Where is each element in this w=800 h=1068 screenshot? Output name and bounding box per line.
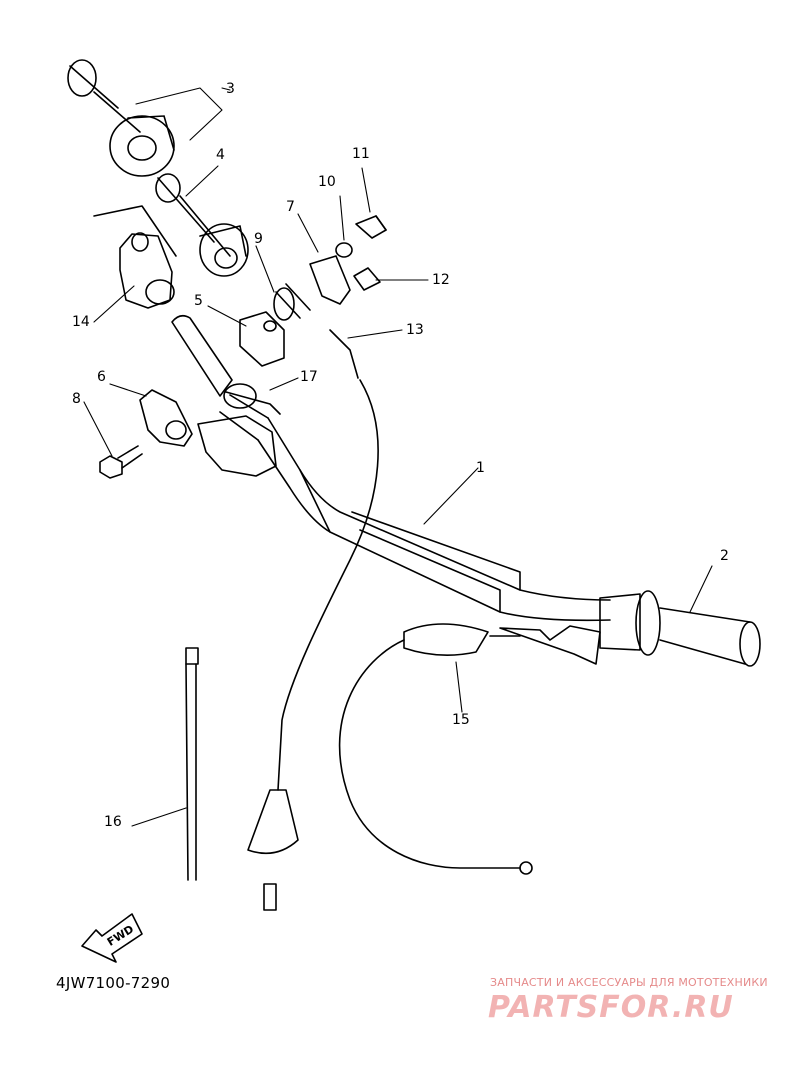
bar-mount	[197, 415, 277, 477]
diagram-code: 4JW7100-7290	[56, 974, 171, 992]
callout-16: 16	[104, 814, 122, 830]
callout-17: 17	[300, 369, 318, 385]
handlebar	[219, 394, 611, 622]
collar-nut	[335, 242, 353, 258]
callout-8: 8	[72, 391, 81, 407]
callout-5: 5	[194, 293, 203, 309]
throttle-lever-bracket	[309, 255, 351, 305]
callout-11: 11	[352, 146, 370, 162]
leader-lines	[83, 87, 713, 827]
right-grip	[599, 590, 761, 667]
callout-1: 1	[476, 460, 485, 476]
callout-14: 14	[72, 314, 90, 330]
cable-tie	[185, 647, 199, 881]
callout-4: 4	[216, 147, 225, 163]
watermark-tagline: ЗАПЧАСТИ И АКСЕССУАРЫ ДЛЯ МОТОТЕХНИКИ	[490, 976, 768, 989]
throttle-housing	[93, 205, 177, 309]
callout-15: 15	[452, 712, 470, 728]
screw-lower	[353, 267, 381, 291]
callout-2: 2	[720, 548, 729, 564]
clamp-lower	[139, 389, 193, 447]
adjuster	[273, 283, 311, 321]
throttle-tube	[155, 173, 249, 277]
clamp-upper	[239, 311, 285, 367]
watermark-logo: PARTSFOR.RU	[488, 990, 734, 1025]
throttle-cable	[247, 329, 379, 911]
callout-10: 10	[318, 174, 336, 190]
throttle-grip	[67, 59, 175, 177]
clutch-cable	[338, 623, 601, 875]
callout-6: 6	[97, 369, 106, 385]
screw-upper	[355, 215, 387, 239]
callout-7: 7	[286, 199, 295, 215]
callout-13: 13	[406, 322, 424, 338]
callout-9: 9	[254, 231, 263, 247]
forward-arrow-icon: FWD	[81, 913, 143, 963]
bolt	[99, 445, 143, 479]
callout-3: 3	[226, 81, 235, 97]
collar	[171, 314, 281, 415]
callout-12: 12	[432, 272, 450, 288]
